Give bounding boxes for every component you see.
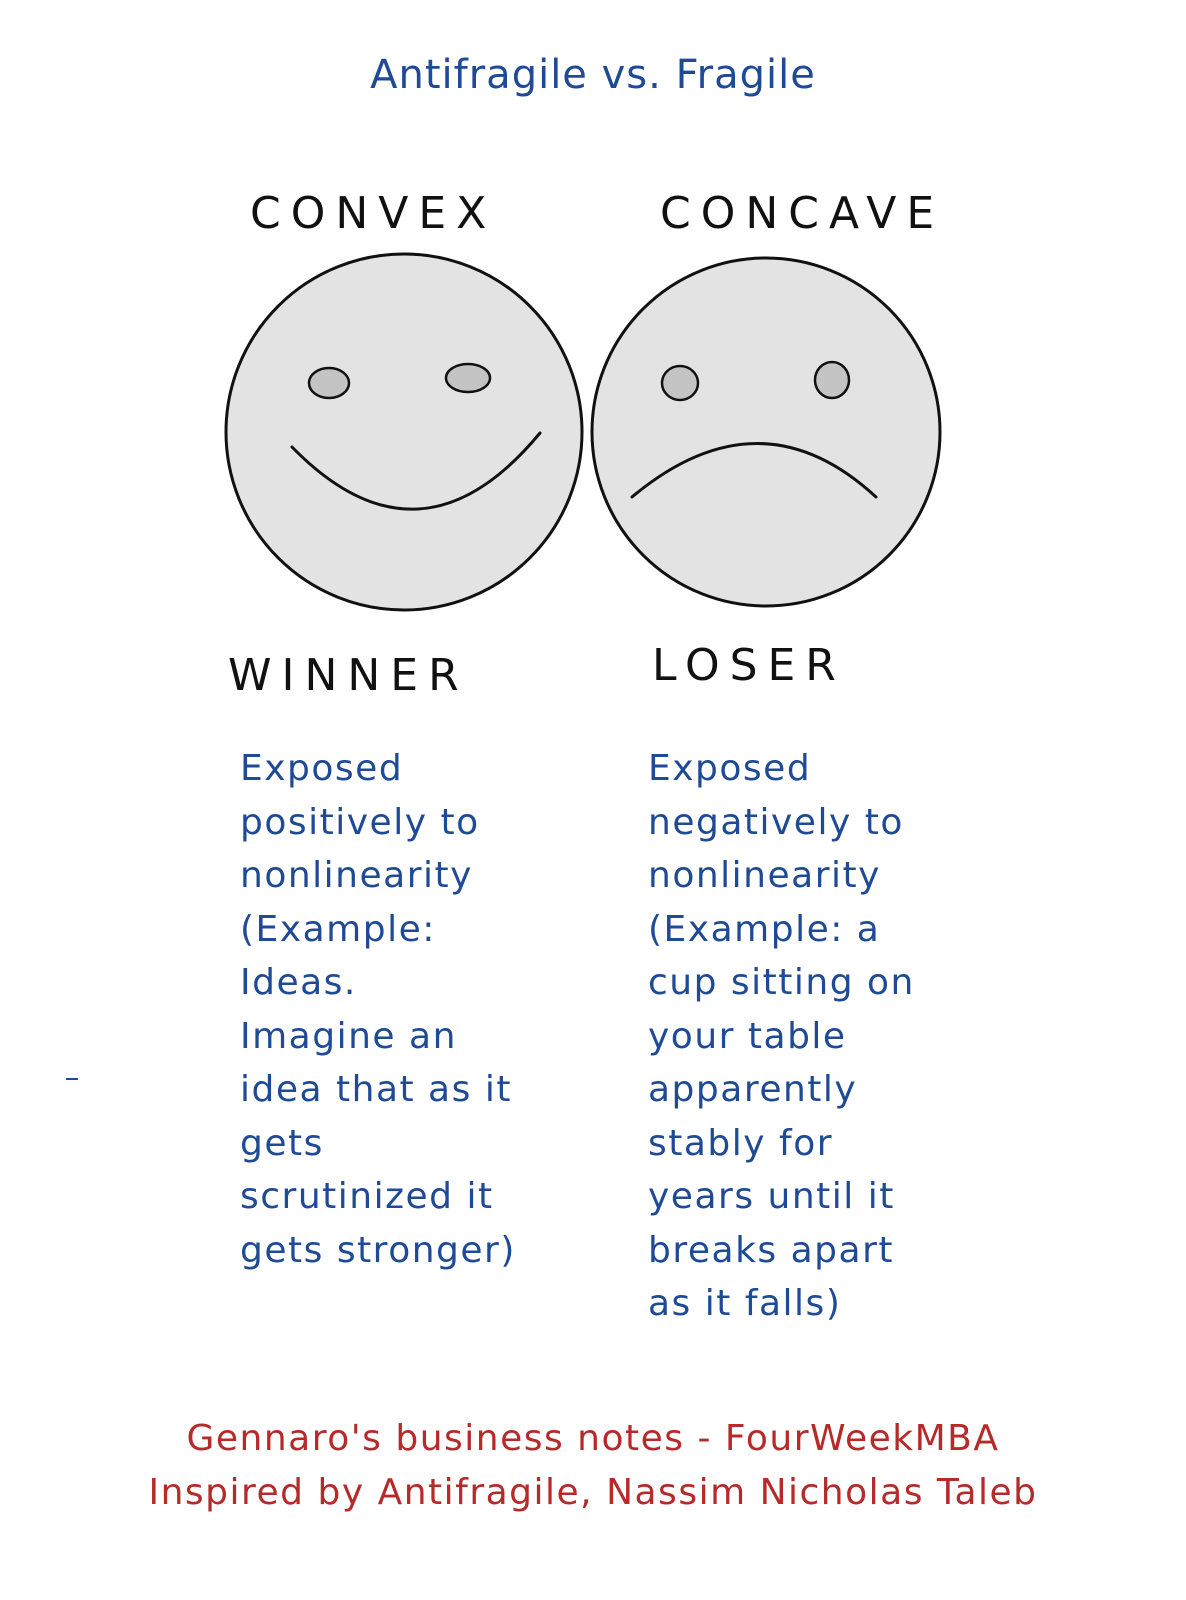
stray-dash-mark [66,1078,78,1080]
description-convex: Exposed positively to nonlinearity (Exam… [240,742,516,1277]
description-line: (Example: a [648,908,881,950]
description-line: nonlinearity [240,855,473,896]
description-line: your table [648,1015,847,1057]
description-line: breaks apart [648,1229,895,1271]
frowny-face-icon [590,256,942,608]
description-line: positively to [240,801,480,843]
smiley-face-icon [224,252,584,612]
description-line: years until it [648,1176,895,1217]
footer-credit: Gennaro's business notes - FourWeekMBA [186,1418,1000,1459]
description-line: Imagine an [240,1015,457,1057]
diagram-title: Antifragile vs. Fragile [370,52,816,98]
label-loser: LOSER [652,640,846,691]
description-line: Exposed [240,748,404,789]
label-concave: CONCAVE [660,188,945,239]
description-line: nonlinearity [648,855,881,896]
description-line: as it falls) [648,1283,842,1324]
description-line: negatively to [648,801,904,843]
label-winner: WINNER [228,650,469,701]
description-line: (Example: [240,908,436,950]
label-convex: CONVEX [250,188,497,239]
description-line: gets [240,1122,324,1164]
description-line: apparently [648,1069,858,1110]
description-line: gets stronger) [240,1229,516,1271]
footer-inspiration: Inspired by Antifragile, Nassim Nicholas… [148,1472,1038,1513]
description-line: idea that as it [240,1069,512,1110]
description-line: Exposed [648,748,812,789]
description-line: scrutinized it [240,1176,494,1217]
faces-illustration [224,252,942,612]
description-line: Ideas. [240,962,357,1003]
description-line: stably for [648,1122,834,1164]
description-concave: Exposed negatively to nonlinearity (Exam… [648,742,915,1331]
description-line: cup sitting on [648,962,915,1003]
